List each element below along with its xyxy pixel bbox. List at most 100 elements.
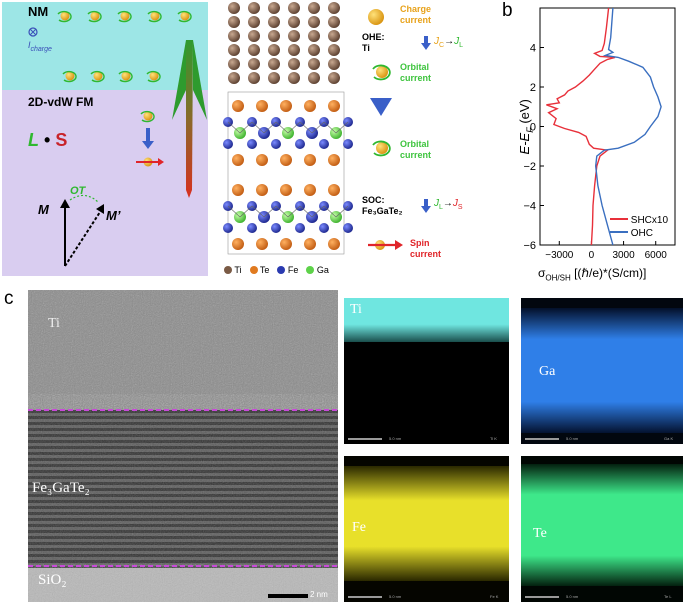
legend-te: Te <box>249 265 269 275</box>
schematic-panel: NM Icharge 2D-vdW FM L • S M OT M’ <box>0 0 210 280</box>
soc-title: SOC: <box>362 195 385 205</box>
bond <box>335 121 349 134</box>
te-atom <box>256 100 268 112</box>
ylabel-unit: (eV) <box>517 99 533 128</box>
js-jl: J <box>434 198 439 209</box>
eds-te-scale: 5.0 nm <box>566 594 579 599</box>
m-label: M <box>38 202 49 217</box>
i-charge-label: Icharge <box>28 40 52 53</box>
y-tick-label: 4 <box>530 43 536 55</box>
fe-atom <box>295 139 305 149</box>
tem-image: Ti Fe₃GaTe₂ SiO₂ 2 nm <box>28 290 338 602</box>
ti-atom <box>328 30 340 42</box>
eds-map-fe: Fe 5.0 nm Fe K <box>344 456 509 602</box>
jc-to-jl: JC→JL <box>434 36 463 49</box>
te-atom <box>328 238 340 250</box>
ti-atom <box>268 2 280 14</box>
ti-atom <box>228 44 240 56</box>
ti-atom <box>308 44 320 56</box>
fe-atom <box>319 223 329 233</box>
bond <box>275 205 289 218</box>
eds-fe-tag: Fe K <box>490 594 499 599</box>
fm-label: 2D-vdW FM <box>28 95 94 109</box>
eds-ga-label: Ga <box>539 364 556 379</box>
ti-atom <box>248 16 260 28</box>
bond <box>335 205 349 218</box>
legend-ga-swatch <box>306 266 315 274</box>
y-tick-label: −4 <box>523 201 536 213</box>
ti-atom <box>248 2 260 14</box>
bond <box>239 121 253 134</box>
spin-current-label: Spin current <box>410 238 442 259</box>
legend-ohc-line <box>610 231 628 233</box>
ti-atom <box>328 16 340 28</box>
legend-ohc: OHC <box>610 227 668 240</box>
bond <box>311 205 325 218</box>
ti-atom <box>228 72 240 84</box>
y-tick-label: 0 <box>530 122 536 134</box>
ti-atom <box>308 72 320 84</box>
eds-fe-scalebar <box>348 596 382 598</box>
legend-ohc-label: OHC <box>630 228 654 239</box>
bond <box>239 205 253 218</box>
js-arrow: → <box>442 198 453 209</box>
gradient-bar <box>172 40 207 198</box>
js-js: J <box>452 198 458 209</box>
eds-ga-scalebar <box>525 438 559 440</box>
ti-atom <box>308 2 320 14</box>
x-tick-label: −3000 <box>545 250 574 261</box>
bond <box>287 205 301 218</box>
atom-legend: Ti Te Fe Ga <box>224 265 329 275</box>
ohe-label: OHE: Ti <box>362 32 385 54</box>
eds-te-scalebar <box>525 596 559 598</box>
ti-atom <box>268 72 280 84</box>
eds-te-band <box>521 464 683 586</box>
x-tick-label: 6000 <box>645 250 668 261</box>
down-triangle <box>370 98 392 116</box>
eds-ga-tag: Ga K <box>664 436 674 441</box>
eds-ga-band <box>521 308 683 433</box>
legend-shc: SHCx10 <box>610 214 668 227</box>
ti-atom <box>268 58 280 70</box>
ti-atom <box>308 30 320 42</box>
legend-fe-label: Fe <box>287 265 299 275</box>
chart-ylabel: E-EF (eV) <box>517 87 535 167</box>
legend-shc-line <box>610 218 628 220</box>
bond <box>251 121 265 134</box>
js-jl-sub: L <box>439 204 443 211</box>
jl-j: J <box>454 36 460 47</box>
fm-conversion-icons <box>136 110 164 167</box>
legend-shc-label: SHCx10 <box>630 215 669 226</box>
ti-atom <box>328 2 340 14</box>
bond <box>311 121 325 134</box>
te-atom <box>256 184 268 196</box>
panel-label-b: b <box>502 0 513 21</box>
tem-ti-label: Ti <box>48 316 60 331</box>
xlabel-rest: [(ℏ/e)*(S/cm)] <box>570 266 647 280</box>
te-atom <box>280 100 292 112</box>
i-charge-icon <box>28 27 38 37</box>
ti-atom <box>248 30 260 42</box>
te-atom <box>232 154 244 166</box>
legend-ga: Ga <box>306 265 329 275</box>
legend-ti: Ti <box>224 265 242 275</box>
legend-fe: Fe <box>277 265 298 275</box>
bond <box>251 205 265 218</box>
orbital-spheres-bottom <box>62 70 161 83</box>
fe-atom <box>223 223 233 233</box>
legend-fe-swatch <box>277 266 286 274</box>
ti-atom <box>308 58 320 70</box>
xlabel-sub: OH/SH <box>545 273 571 283</box>
y-tick-label: −6 <box>523 240 536 252</box>
ti-atom <box>288 72 300 84</box>
fgt-layer-1 <box>223 100 353 166</box>
legend-ga-label: Ga <box>316 265 329 275</box>
te-atom <box>232 238 244 250</box>
crystal-svg <box>223 2 353 255</box>
fe-atom <box>271 223 281 233</box>
ylabel-main: E-E <box>517 132 533 155</box>
bond <box>299 121 313 134</box>
ti-atom <box>228 30 240 42</box>
eds-map-ga: Ga 5.0 nm Ga K <box>521 298 683 444</box>
nm-label: NM <box>28 4 49 19</box>
